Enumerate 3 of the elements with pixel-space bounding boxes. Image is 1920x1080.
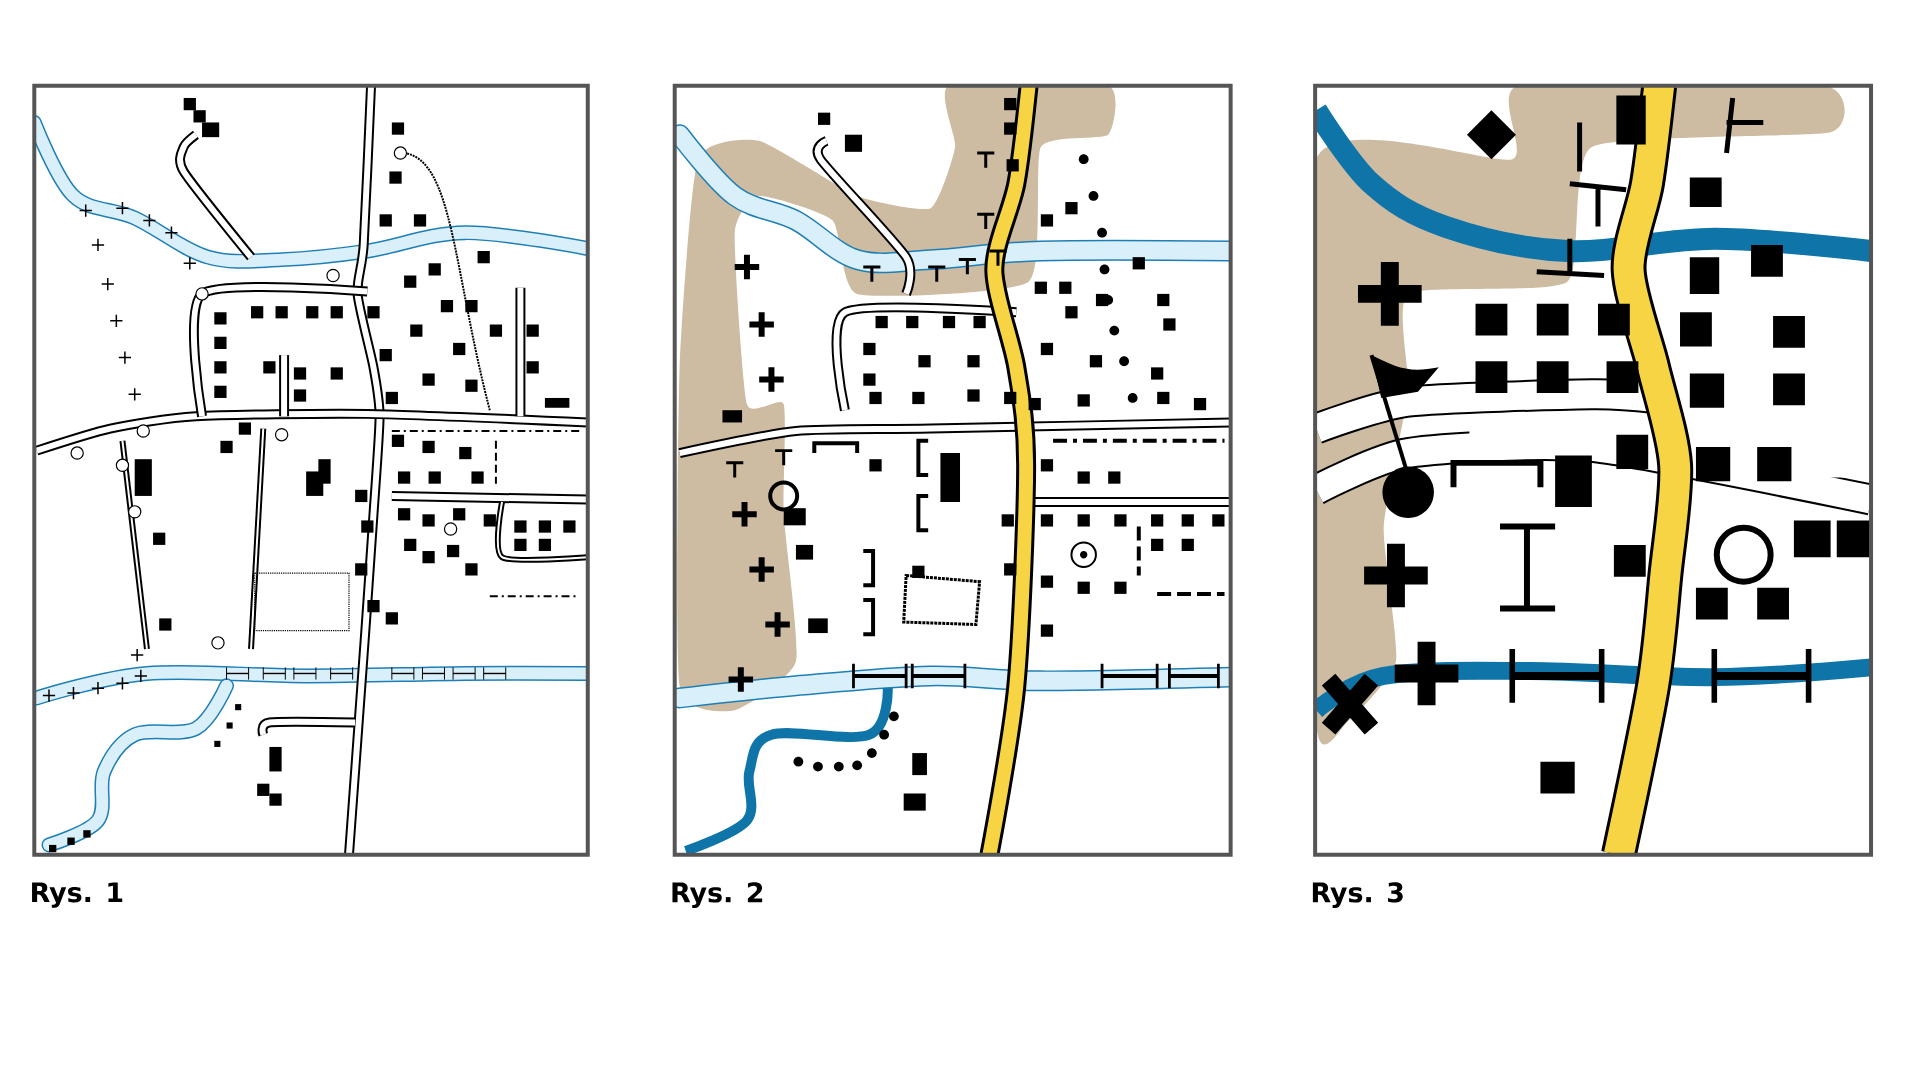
figure-label: Rys. 2: [672, 882, 763, 908]
figure-label: Rys. 1: [32, 882, 123, 908]
figure-label: Rys. 3: [1312, 882, 1403, 908]
